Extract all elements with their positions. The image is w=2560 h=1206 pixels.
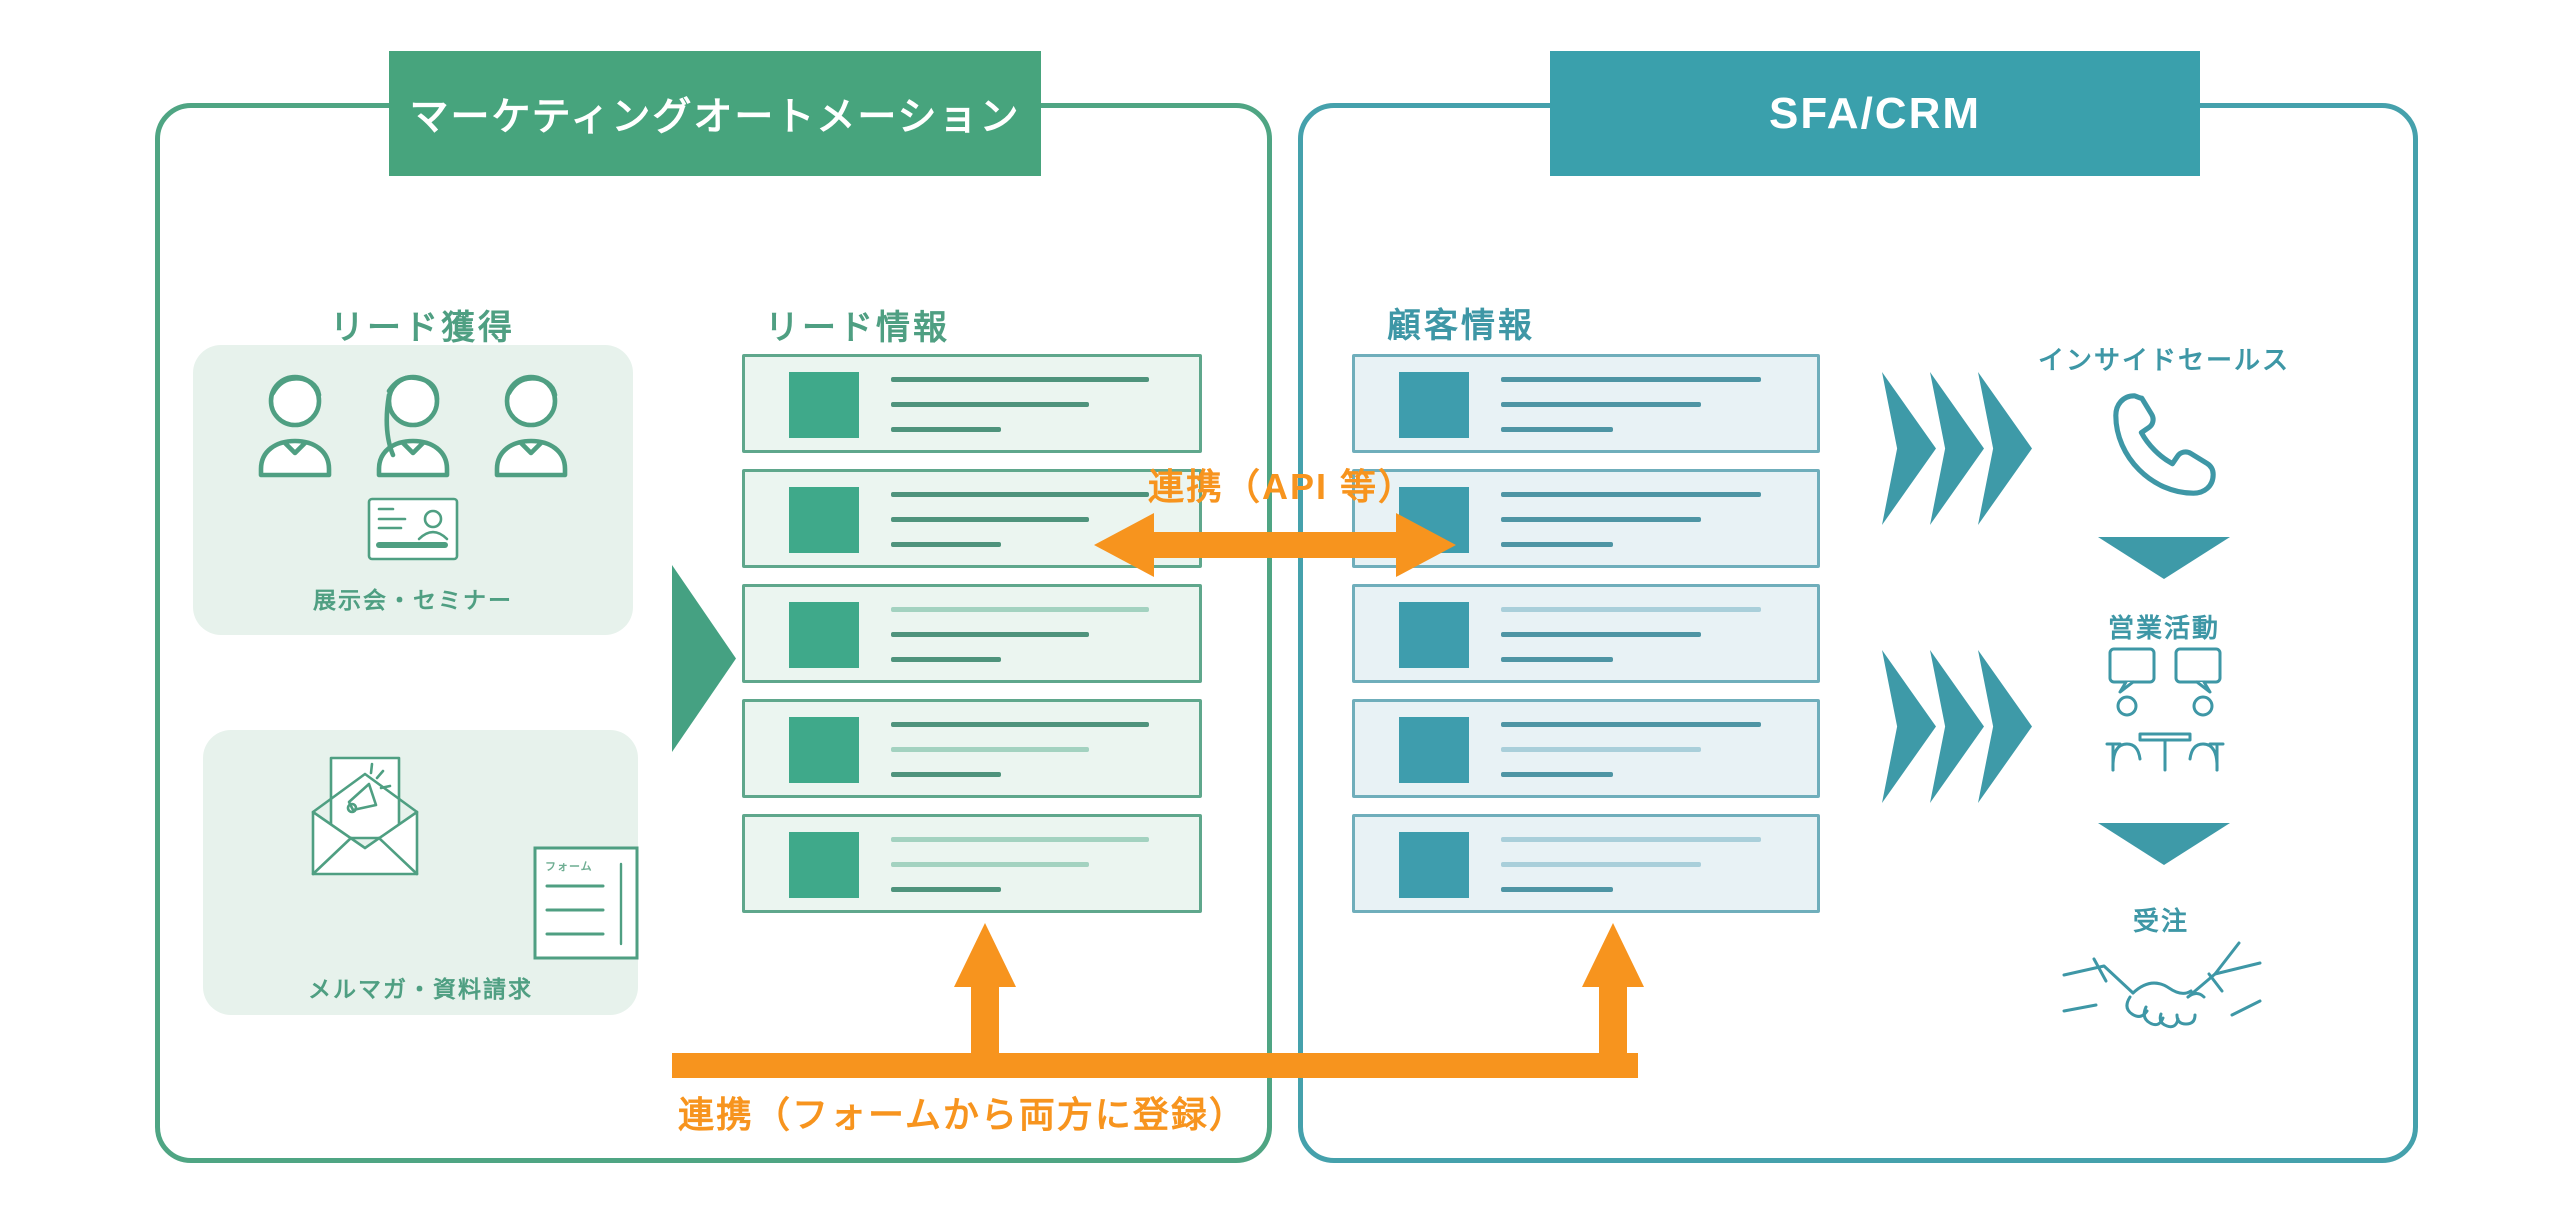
api-sync-label: 連携（API 等） bbox=[1148, 466, 1417, 507]
api-sync-arrow bbox=[1150, 532, 1400, 558]
order-label: 受注 bbox=[2132, 906, 2190, 936]
record-thumbnail bbox=[789, 832, 859, 898]
record-line bbox=[891, 887, 1001, 892]
record-line bbox=[1501, 772, 1613, 777]
record-line bbox=[891, 402, 1089, 407]
customer-info-label: 顧客情報 bbox=[1387, 307, 1535, 345]
lead-acquisition-label: リード獲得 bbox=[330, 309, 515, 347]
mail-icons-group: フォーム bbox=[305, 750, 645, 975]
meeting-icon bbox=[2080, 646, 2250, 774]
id-card-icon bbox=[367, 497, 459, 561]
record-card bbox=[1352, 584, 1820, 683]
record-thumbnail bbox=[1399, 602, 1469, 668]
record-line bbox=[1501, 747, 1701, 752]
record-thumbnail bbox=[789, 487, 859, 553]
record-line bbox=[891, 862, 1089, 867]
record-line bbox=[891, 492, 1149, 497]
envelope-megaphone-icon bbox=[305, 750, 425, 880]
record-line bbox=[891, 772, 1001, 777]
marketing-automation-header: マーケティングオートメーション bbox=[389, 51, 1041, 176]
record-line bbox=[891, 377, 1149, 382]
record-line bbox=[1501, 542, 1613, 547]
record-thumbnail bbox=[789, 602, 859, 668]
record-line bbox=[891, 747, 1089, 752]
sfa-crm-header: SFA/CRM bbox=[1550, 51, 2200, 176]
form-document-icon bbox=[533, 846, 639, 960]
record-line bbox=[1501, 862, 1701, 867]
record-card bbox=[742, 814, 1202, 913]
record-line bbox=[1501, 837, 1761, 842]
record-line bbox=[1501, 607, 1761, 612]
record-line bbox=[891, 632, 1089, 637]
mailmag-request-box: フォーム メルマガ・資料請求 bbox=[203, 730, 639, 1015]
record-line bbox=[891, 542, 1001, 547]
mailmag-request-caption: メルマガ・資料請求 bbox=[308, 976, 533, 1002]
form-doc-tiny-label: フォーム bbox=[545, 861, 593, 873]
record-card bbox=[742, 584, 1202, 683]
form-sync-up-arrow-left bbox=[971, 984, 999, 1056]
record-card bbox=[1352, 699, 1820, 798]
form-sync-up-arrow-right bbox=[1599, 984, 1627, 1056]
record-thumbnail bbox=[789, 372, 859, 438]
record-line bbox=[891, 517, 1089, 522]
form-sync-connector bbox=[672, 1053, 1638, 1078]
id-card-wrap bbox=[193, 497, 633, 561]
record-line bbox=[1501, 492, 1761, 497]
record-card bbox=[1352, 814, 1820, 913]
record-line bbox=[1501, 427, 1613, 432]
form-sync-label: 連携（フォームから両方に登録） bbox=[678, 1094, 1247, 1135]
lead-info-cards bbox=[742, 354, 1202, 913]
marketing-automation-header-label: マーケティングオートメーション bbox=[409, 95, 1021, 139]
record-line bbox=[1501, 377, 1761, 382]
exhibition-seminar-caption: 展示会・セミナー bbox=[313, 587, 513, 613]
record-line bbox=[891, 427, 1001, 432]
sfa-crm-header-label: SFA/CRM bbox=[1769, 88, 1981, 138]
record-line bbox=[1501, 402, 1701, 407]
sales-activity-label: 営業活動 bbox=[2107, 613, 2221, 643]
record-line bbox=[891, 722, 1149, 727]
record-card bbox=[1352, 354, 1820, 453]
phone-icon bbox=[2105, 386, 2223, 504]
inside-sales-label: インサイドセールス bbox=[2037, 345, 2291, 375]
record-thumbnail bbox=[1399, 372, 1469, 438]
record-line bbox=[891, 607, 1149, 612]
lead-info-label: リード情報 bbox=[765, 309, 950, 347]
record-line bbox=[891, 837, 1149, 842]
person-icon bbox=[363, 367, 463, 479]
exhibition-seminar-box: 展示会・セミナー bbox=[193, 345, 633, 635]
record-line bbox=[891, 657, 1001, 662]
record-card bbox=[742, 699, 1202, 798]
record-line bbox=[1501, 517, 1701, 522]
record-thumbnail bbox=[789, 717, 859, 783]
person-icon bbox=[245, 367, 345, 479]
attendees-row bbox=[193, 367, 633, 479]
record-thumbnail bbox=[1399, 832, 1469, 898]
record-card bbox=[742, 354, 1202, 453]
person-icon bbox=[481, 367, 581, 479]
customer-info-cards bbox=[1352, 354, 1820, 913]
record-line bbox=[1501, 887, 1613, 892]
record-line bbox=[1501, 632, 1701, 637]
handshake-icon bbox=[2060, 925, 2265, 1075]
record-thumbnail bbox=[1399, 717, 1469, 783]
record-line bbox=[1501, 722, 1761, 727]
record-line bbox=[1501, 657, 1613, 662]
